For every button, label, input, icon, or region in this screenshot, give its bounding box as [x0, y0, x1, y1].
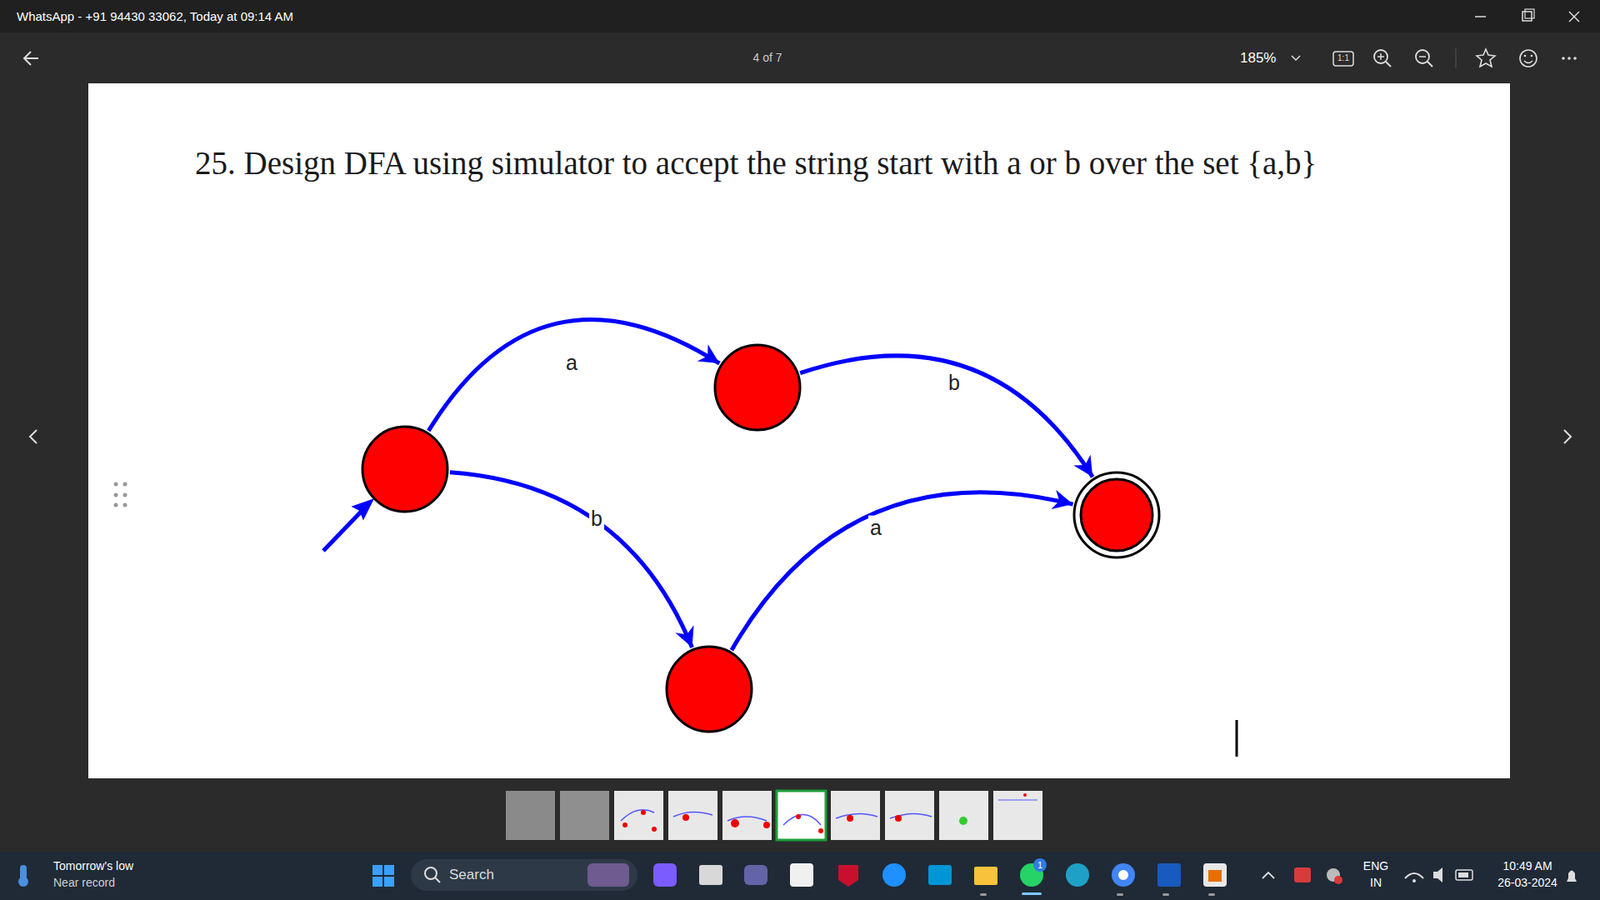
- transition-arrow: [450, 472, 693, 648]
- language: ENG: [1363, 859, 1389, 873]
- weather-title: Tomorrow's low: [53, 859, 134, 873]
- clock-date: 26-03-2024: [1497, 875, 1558, 890]
- transition-label: b: [589, 506, 605, 531]
- notification-badge: 1: [1037, 860, 1043, 871]
- transition-label: a: [564, 350, 580, 375]
- search-box: Search: [449, 866, 495, 884]
- window-title: WhatsApp - +91 94430 33062, Today at 09:…: [16, 9, 294, 24]
- final-state: [1072, 470, 1161, 560]
- state-circle: [360, 425, 450, 514]
- state-circle: [713, 343, 802, 432]
- clock-time: 10:49 AM: [1502, 859, 1552, 873]
- transition-label: a: [868, 515, 884, 540]
- actual-size-icon: 1:1: [1337, 53, 1350, 64]
- state-shape: [713, 343, 802, 432]
- state-shape: [1072, 470, 1161, 560]
- transition-label: b: [946, 370, 962, 395]
- transition-arrow: [731, 492, 1074, 650]
- state-shape: [665, 645, 754, 734]
- weather-note: Near record: [53, 875, 115, 890]
- zoom-level: 185%: [1240, 50, 1276, 67]
- transition-arrow: [800, 355, 1093, 477]
- state-shape: [360, 425, 450, 514]
- question-title: 25. Design DFA using simulator to accept…: [195, 145, 1317, 183]
- region: IN: [1370, 875, 1382, 890]
- state-circle: [665, 645, 754, 734]
- page-counter: 4 of 7: [752, 50, 782, 65]
- transition-arrow: [428, 319, 720, 431]
